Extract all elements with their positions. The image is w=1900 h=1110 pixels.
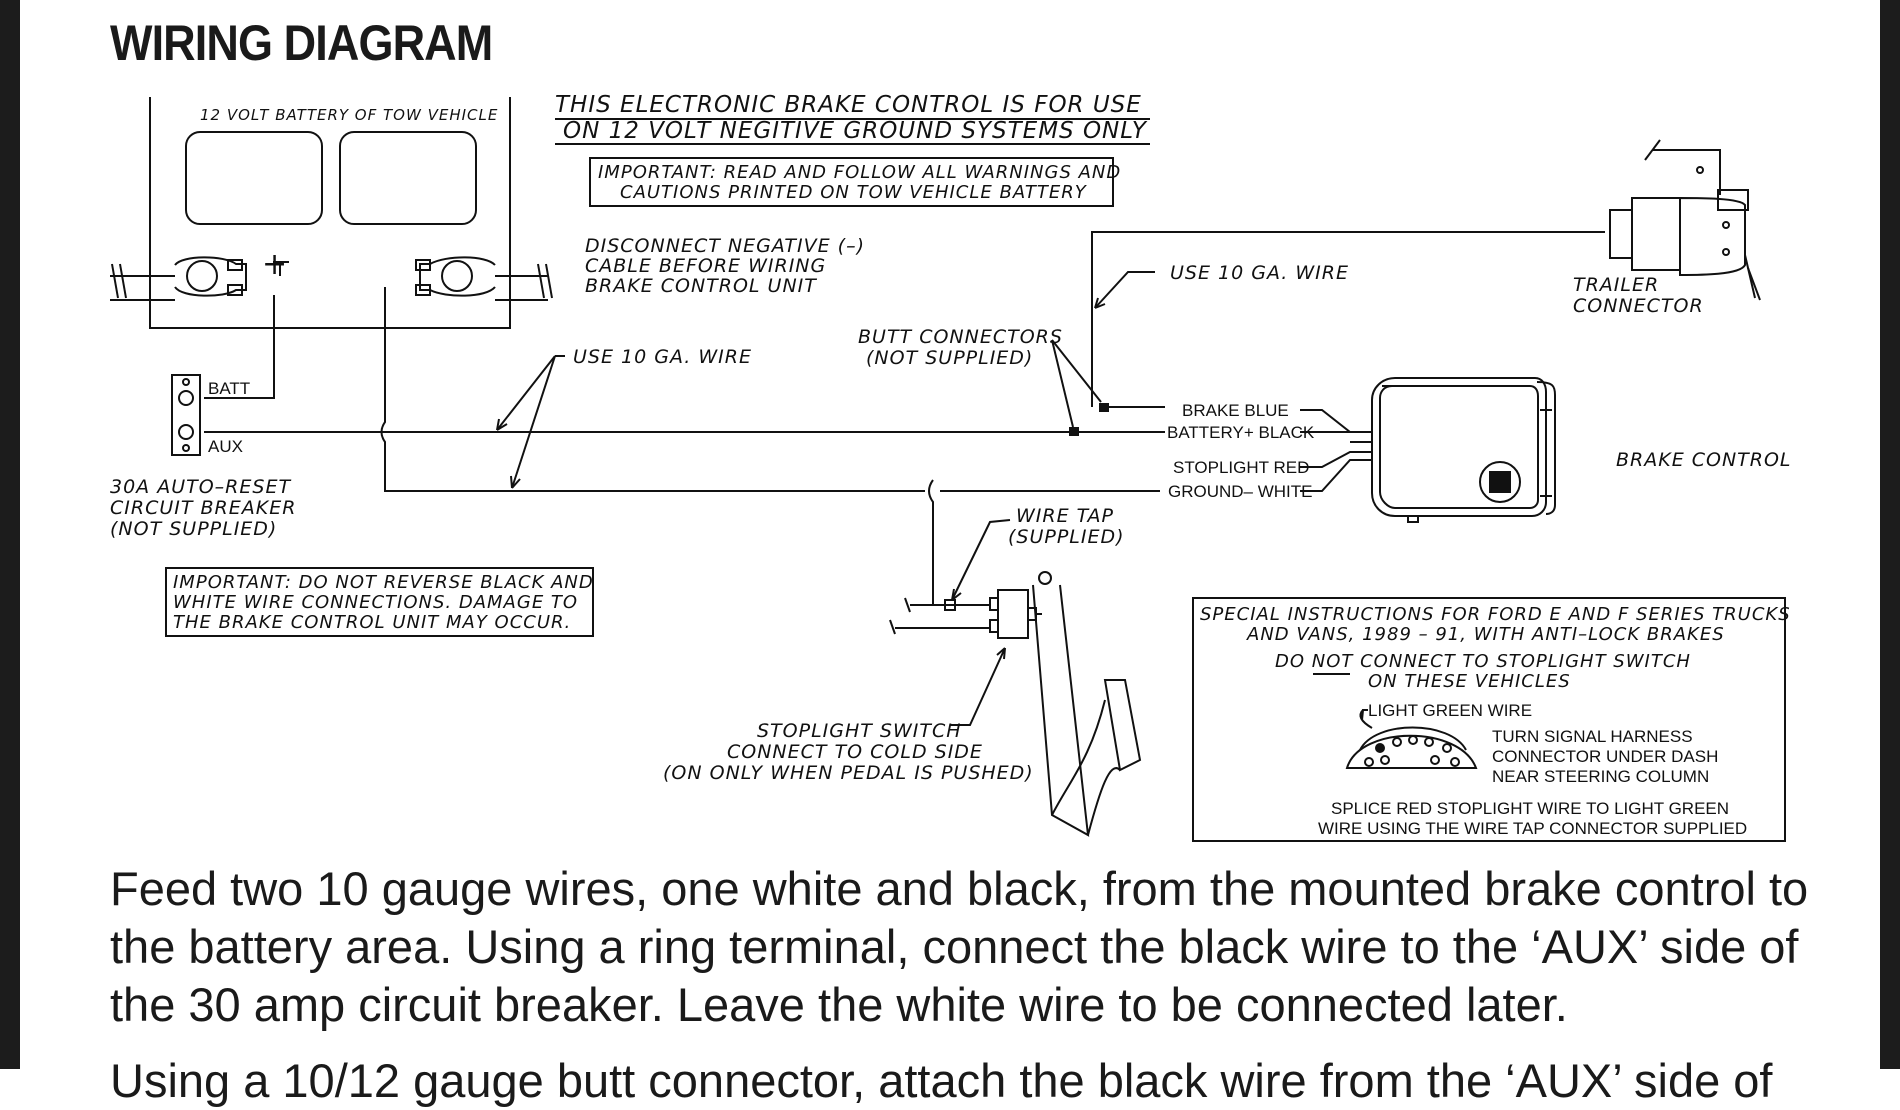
- breaker-line1: 30A AUTO–RESET: [110, 476, 291, 498]
- tow-vehicle-battery: [110, 97, 553, 329]
- important-reverse-line2: WHITE WIRE CONNECTIONS. DAMAGE TO: [173, 592, 578, 613]
- important-battery-line2: CAUTIONS PRINTED ON TOW VEHICLE BATTERY: [620, 182, 1088, 203]
- special-do-not-line: DO NOT CONNECT TO STOPLIGHT SWITCH: [1275, 651, 1691, 672]
- important-reverse-line3: THE BRAKE CONTROL UNIT MAY OCCUR.: [173, 612, 571, 633]
- instructions-line2: the battery area. Using a ring terminal,…: [110, 920, 1799, 973]
- breaker-batt-label: BATT: [208, 379, 250, 398]
- trailer-connector-icon: [1609, 139, 1761, 301]
- right-page-edge: [1880, 0, 1900, 1069]
- instructions-line3: the 30 amp circuit breaker. Leave the wh…: [110, 978, 1568, 1031]
- special-instructions-box: [1192, 597, 1786, 842]
- butt-connectors-line1: BUTT CONNECTORS: [858, 326, 1063, 348]
- system-note-line2: ON 12 VOLT NEGITIVE GROUND SYSTEMS ONLY: [563, 118, 1148, 144]
- brake-control-unit: [1371, 377, 1556, 523]
- splice-line1: SPLICE RED STOPLIGHT WIRE TO LIGHT GREEN: [1331, 799, 1729, 818]
- important-battery-line1: IMPORTANT: READ AND FOLLOW ALL WARNINGS …: [598, 162, 1121, 183]
- butt-connectors-line2: (NOT SUPPLIED): [866, 347, 1033, 369]
- important-reverse-line1: IMPORTANT: DO NOT REVERSE BLACK AND: [173, 572, 594, 593]
- stoplight-switch-line1: STOPLIGHT SWITCH: [757, 720, 962, 742]
- trailer-connector-line2: CONNECTOR: [1573, 295, 1704, 317]
- special-title-line2: AND VANS, 1989 – 91, WITH ANTI–LOCK BRAK…: [1246, 624, 1725, 645]
- breaker-line3: (NOT SUPPLIED): [110, 518, 277, 540]
- important-reverse-box: [165, 567, 594, 637]
- harness-line2: CONNECTOR UNDER DASH: [1492, 747, 1718, 766]
- brake-pedal-icon: [1032, 571, 1142, 837]
- use-wire-left-label: USE 10 GA. WIRE: [573, 346, 752, 368]
- wire-ground-white-label: GROUND– WHITE: [1168, 482, 1313, 501]
- wire-brake-blue-label: BRAKE BLUE: [1182, 401, 1289, 420]
- important-battery-box: [589, 157, 1114, 207]
- stoplight-switch-line3: (ON ONLY WHEN PEDAL IS PUSHED): [663, 762, 1034, 784]
- breaker-line2: CIRCUIT BREAKER: [110, 497, 296, 519]
- special-vehicles-line: ON THESE VEHICLES: [1368, 671, 1571, 692]
- special-title-line1: SPECIAL INSTRUCTIONS FOR FORD E AND F SE…: [1200, 604, 1791, 625]
- harness-line1: TURN SIGNAL HARNESS: [1492, 727, 1693, 746]
- disconnect-line2: CABLE BEFORE WIRING: [585, 255, 826, 277]
- battery-label: 12 VOLT BATTERY OF TOW VEHICLE: [200, 106, 498, 124]
- harness-line3: NEAR STEERING COLUMN: [1492, 767, 1709, 786]
- trailer-connector-line1: TRAILER: [1573, 274, 1659, 296]
- instructions-line1: Feed two 10 gauge wires, one white and b…: [110, 862, 1809, 915]
- disconnect-line3: BRAKE CONTROL UNIT: [585, 275, 817, 297]
- wire-battery-black-label: BATTERY+ BLACK: [1167, 423, 1315, 442]
- use-wire-right-label: USE 10 GA. WIRE: [1170, 262, 1349, 284]
- light-green-wire-label: LIGHT GREEN WIRE: [1368, 701, 1532, 720]
- instructions-paragraph: Feed two 10 gauge wires, one white and b…: [110, 860, 1809, 1034]
- positive-terminal-label: +: [262, 247, 288, 282]
- system-note-line1: THIS ELECTRONIC BRAKE CONTROL IS FOR USE: [555, 92, 1142, 118]
- splice-line2: WIRE USING THE WIRE TAP CONNECTOR SUPPLI…: [1318, 819, 1747, 838]
- page-title: WIRING DIAGRAM: [110, 15, 493, 71]
- disconnect-line1: DISCONNECT NEGATIVE (–): [585, 235, 865, 257]
- stoplight-switch-line2: CONNECT TO COLD SIDE: [727, 741, 983, 763]
- instructions-cut-line: Using a 10/12 gauge butt connector, atta…: [110, 1054, 1773, 1107]
- left-page-edge: [0, 0, 20, 1069]
- brake-control-label: BRAKE CONTROL: [1616, 449, 1792, 471]
- turn-signal-connector-icon: [1345, 726, 1478, 769]
- wire-tap-line1: WIRE TAP: [1016, 505, 1114, 527]
- wiring-diagram: 12 VOLT BATTERY OF TOW VEHICLE + THIS EL…: [110, 92, 1792, 842]
- wire-tap-line2: (SUPPLIED): [1008, 526, 1125, 548]
- wire-stoplight-red-label: STOPLIGHT RED: [1173, 458, 1309, 477]
- circuit-breaker: [171, 374, 201, 456]
- breaker-aux-label: AUX: [208, 437, 243, 456]
